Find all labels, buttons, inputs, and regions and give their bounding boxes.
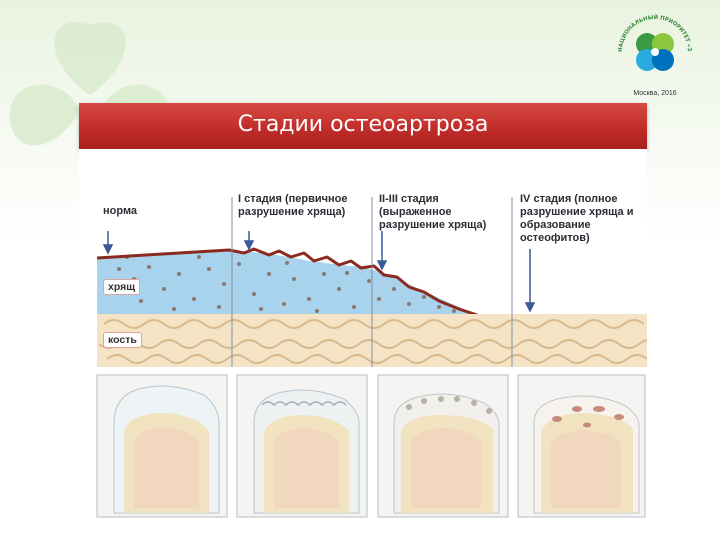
stage-dividers: [231, 197, 513, 367]
cartilage-layer-label: хрящ: [103, 279, 141, 295]
bone-end-stage-4: [533, 395, 640, 514]
bone-end-stage-1: [253, 389, 360, 514]
cartilage-cross-section: [96, 197, 647, 367]
slide-title: Стадии остеоартроза: [79, 103, 647, 149]
bone-end-normal: [113, 385, 220, 514]
bone-layer-label: кость: [103, 332, 142, 348]
national-priority-logo: НАЦИОНАЛЬНЫЙ ПРИОРИТЕТ «ЗДОРОВЬЕ» Москва…: [610, 10, 700, 102]
bone-end-stage-2-3: [393, 393, 500, 514]
bone-end-illustrations: [96, 374, 646, 518]
diagram-panel: норма I стадия (первичное разрушение хря…: [79, 149, 647, 529]
stage-label-1: I стадия (первичное разрушение хряща): [238, 193, 348, 218]
stage-arrows: [102, 231, 536, 313]
stage-label-normal: норма: [103, 205, 138, 217]
cartilage-surface-line: [96, 247, 539, 325]
stage-label-2-3: II-III стадия (выраженное разрушение хря…: [379, 193, 487, 231]
logo-caption: Москва, 2016: [633, 90, 677, 97]
chondrocyte-dots: [117, 255, 456, 313]
clover-icon: [636, 33, 674, 71]
bone-trabeculae: [98, 319, 647, 364]
stage-label-4: IV стадия (полное разрушение хряща и обр…: [520, 193, 634, 244]
